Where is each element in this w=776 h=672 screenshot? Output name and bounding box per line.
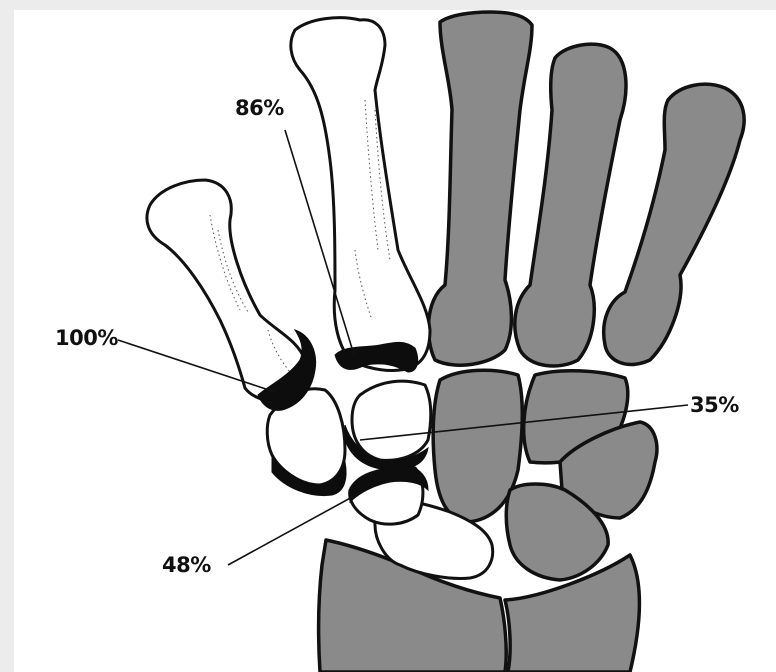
label-100: 100% <box>55 326 118 350</box>
label-86: 86% <box>235 96 284 120</box>
label-35: 35% <box>690 393 739 417</box>
label-48: 48% <box>162 553 211 577</box>
trapezoid-bone <box>352 381 431 460</box>
